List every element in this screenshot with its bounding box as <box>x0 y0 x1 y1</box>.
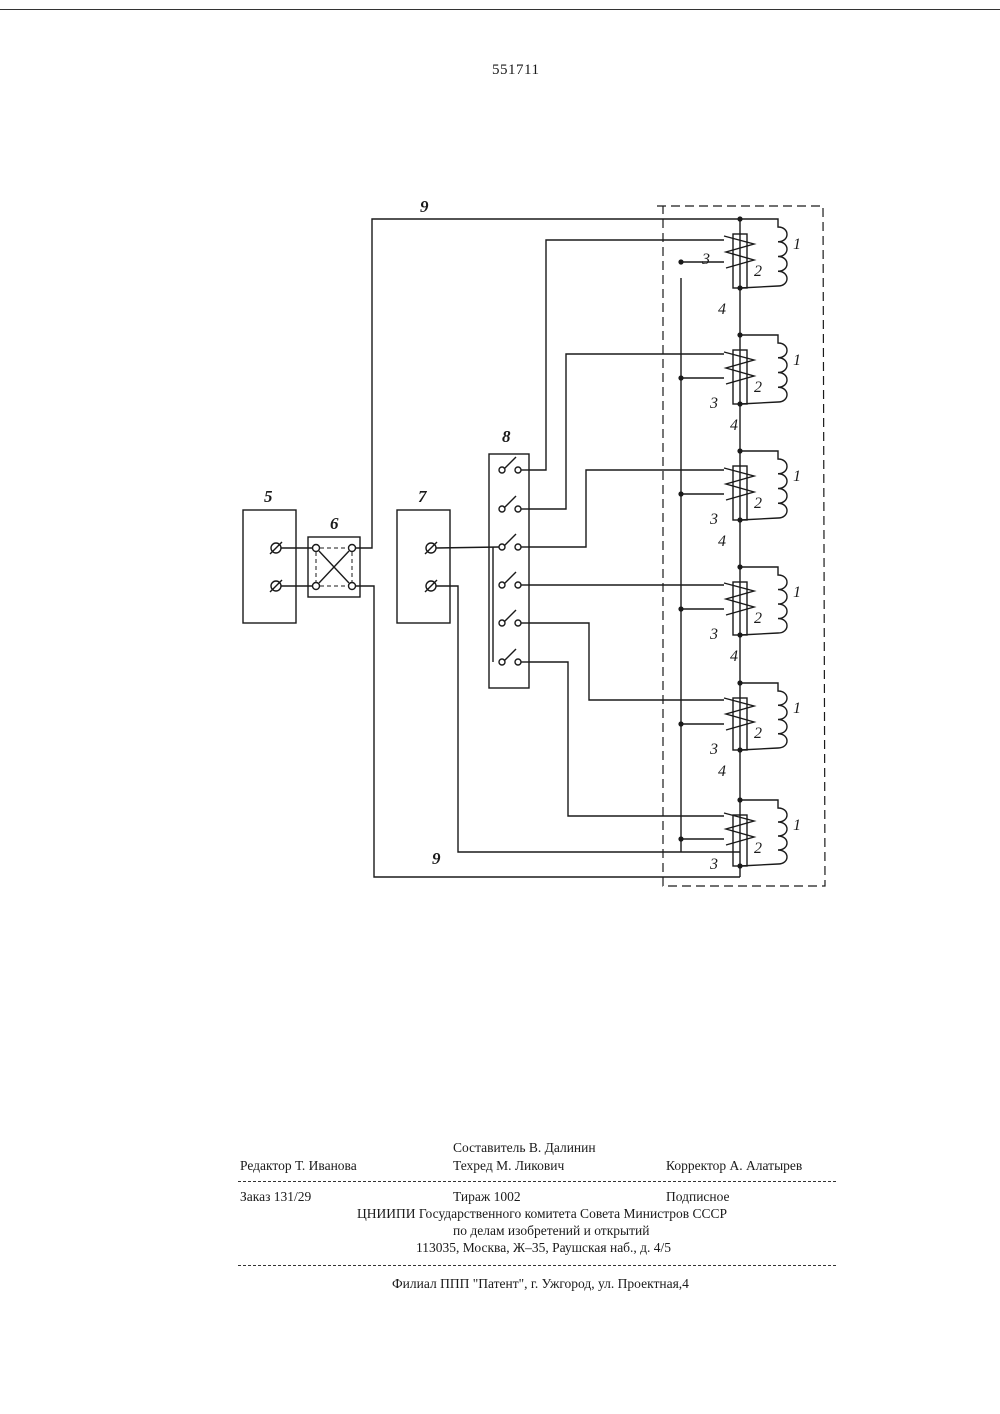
label-link: 4 <box>730 648 738 665</box>
junction-dot <box>737 797 742 802</box>
switch-blade-icon <box>504 457 516 469</box>
label-tap: 3 <box>709 856 718 873</box>
switch-contact-icon <box>515 506 521 512</box>
techred: Техред М. Ликович <box>453 1158 564 1174</box>
junction-dot <box>678 836 683 841</box>
switch-to-tap-wire <box>529 662 724 816</box>
label-tap: 3 <box>709 741 718 758</box>
label-resistor: 2 <box>754 725 762 742</box>
tap-zigzag-icon <box>724 236 754 268</box>
label-supply: 7 <box>418 487 428 506</box>
label-tap: 3 <box>709 511 718 528</box>
junction-dot <box>737 680 742 685</box>
switch-block <box>489 454 529 688</box>
label-bus-bottom: 9 <box>432 849 441 868</box>
label-link: 4 <box>718 533 726 550</box>
label-source: 5 <box>264 487 273 506</box>
transformer-enclosure <box>657 206 825 886</box>
switch-contact-icon <box>499 620 505 626</box>
junction-dot <box>678 721 683 726</box>
label-tap: 3 <box>709 395 718 412</box>
junction-dot <box>737 285 742 290</box>
junction-dot <box>678 606 683 611</box>
junction-dot <box>737 863 742 868</box>
label-bus-top: 9 <box>420 197 429 216</box>
switch-to-tap-wire <box>529 240 724 470</box>
switch-contact-icon <box>515 659 521 665</box>
label-winding: 1 <box>793 584 801 601</box>
supply-wire-top <box>436 547 499 548</box>
label-winding: 1 <box>793 352 801 369</box>
tap-zigzag-icon <box>724 583 754 615</box>
switch-blade-icon <box>504 649 516 661</box>
label-winding: 1 <box>793 236 801 253</box>
order: Заказ 131/29 <box>240 1189 311 1205</box>
switch-blade-icon <box>504 572 516 584</box>
junction-dot <box>678 259 683 264</box>
junction-dot <box>678 491 683 496</box>
bus-top <box>356 219 740 548</box>
tap-zigzag-icon <box>724 698 754 730</box>
label-switch-block: 8 <box>502 427 511 446</box>
footer-rule-1 <box>238 1181 836 1182</box>
label-resistor: 2 <box>754 840 762 857</box>
source-block <box>243 510 296 623</box>
switch-contact-icon <box>515 582 521 588</box>
label-resistor: 2 <box>754 263 762 280</box>
label-link: 4 <box>718 301 726 318</box>
label-tap: 3 <box>709 626 718 643</box>
switch-blade-icon <box>504 610 516 622</box>
label-resistor: 2 <box>754 495 762 512</box>
switch-contact-icon <box>515 620 521 626</box>
tap-zigzag-icon <box>724 352 754 384</box>
footer-rule-2 <box>238 1265 836 1266</box>
composer: Составитель В. Далинин <box>453 1140 596 1156</box>
junction-dot <box>678 375 683 380</box>
label-winding: 1 <box>793 700 801 717</box>
junction-dot <box>737 332 742 337</box>
supply-terminal-icon <box>425 542 437 592</box>
org-line-3: 113035, Москва, Ж–35, Раушская наб., д. … <box>416 1240 671 1256</box>
junction-dot <box>737 632 742 637</box>
tap-zigzag-icon <box>724 468 754 500</box>
tap-zigzag-icon <box>724 813 754 845</box>
bus-bottom <box>356 586 740 877</box>
label-resistor: 2 <box>754 610 762 627</box>
switch-contact-icon <box>515 544 521 550</box>
junction-dot <box>737 747 742 752</box>
corrector: Корректор А. Алатырев <box>666 1158 802 1174</box>
org-line-2: по делам изобретений и открытий <box>453 1223 649 1239</box>
circulation: Тираж 1002 <box>453 1189 521 1205</box>
junction-dot <box>737 517 742 522</box>
label-link: 4 <box>718 763 726 780</box>
label-link: 4 <box>730 417 738 434</box>
label-resistor: 2 <box>754 379 762 396</box>
label-reverser: 6 <box>330 514 339 533</box>
branch: Филиал ППП "Патент", г. Ужгород, ул. Про… <box>392 1276 689 1292</box>
switch-contact-icon <box>499 659 505 665</box>
switch-blade-icon <box>504 534 516 546</box>
junction-dot <box>737 216 742 221</box>
label-winding: 1 <box>793 468 801 485</box>
junction-dot <box>737 564 742 569</box>
switch-to-tap-wire <box>529 354 724 509</box>
editor: Редактор Т. Иванова <box>240 1158 357 1174</box>
label-winding: 1 <box>793 817 801 834</box>
org-line-1: ЦНИИПИ Государственного комитета Совета … <box>357 1206 727 1222</box>
switch-blade-icon <box>504 496 516 508</box>
label-tap: 3 <box>701 251 710 268</box>
supply-wire-bottom <box>436 586 740 852</box>
switch-contact-icon <box>499 467 505 473</box>
switch-contact-icon <box>515 467 521 473</box>
supply-block <box>397 510 450 623</box>
junction-dot <box>737 448 742 453</box>
switch-contact-icon <box>499 582 505 588</box>
switch-contact-icon <box>499 506 505 512</box>
source-terminal-icon <box>270 542 282 592</box>
switch-contact-icon <box>499 544 505 550</box>
reverser-cross-icon <box>313 545 356 590</box>
junction-dot <box>737 401 742 406</box>
subscription: Подписное <box>666 1189 730 1205</box>
